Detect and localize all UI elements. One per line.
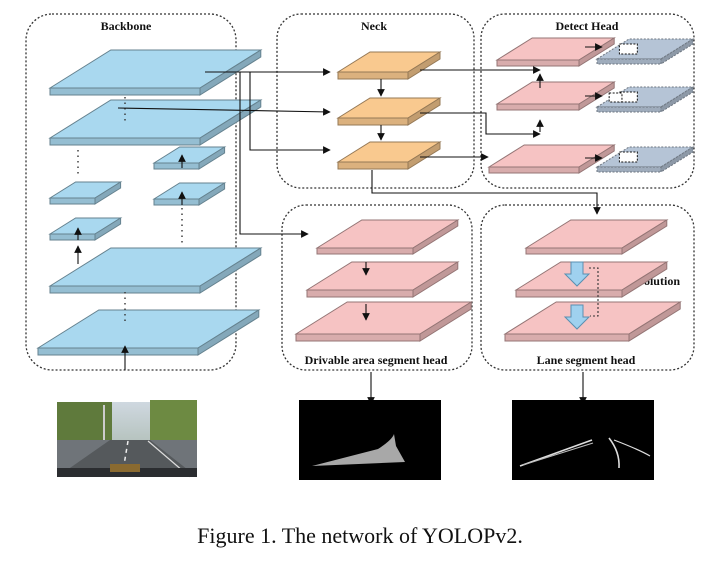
deconv-arrow-1 (563, 261, 591, 287)
arrow-neck-detect-2 (420, 112, 541, 138)
arrow-bb-neck-2 (117, 107, 331, 116)
deconv-arrow-2 (563, 304, 591, 330)
lane-output (512, 400, 654, 480)
backbone-layer-small-3 (152, 146, 227, 170)
figure-caption: Figure 1. The network of YOLOPv2. (197, 523, 523, 548)
lane-head-label: Lane segment head (537, 353, 636, 367)
backbone-group (25, 13, 237, 371)
backbone-layer-2 (48, 99, 263, 146)
lane-layer-3 (503, 301, 682, 342)
detect-head-label: Detect Head (556, 19, 619, 33)
arrow-neck-lane (371, 170, 601, 215)
lane-head-group (480, 204, 695, 371)
backbone-layer-small-4 (152, 182, 227, 206)
neck-label: Neck (361, 19, 387, 33)
drivable-layer-2 (305, 261, 460, 298)
drivable-layer-1 (315, 219, 460, 255)
drivable-area-output (299, 400, 441, 480)
backbone-layer-small-2 (48, 217, 123, 241)
detect-output-3 (595, 146, 695, 173)
drivable-head-label: Drivable area segment head (305, 353, 448, 367)
drivable-layer-3 (294, 301, 473, 342)
drivable-head-group (281, 204, 473, 371)
neck-group (276, 13, 475, 189)
arrow-bb-drivable (239, 72, 309, 238)
neck-layer-1 (336, 51, 442, 80)
lane-layer-2 (514, 261, 669, 298)
neck-layer-2 (336, 97, 442, 126)
deconv-bracket (589, 267, 599, 317)
lane-layer-1 (524, 219, 669, 255)
backbone-layer-3 (48, 247, 263, 294)
backbone-layer-small-1 (48, 181, 123, 205)
detect-output-2 (595, 86, 695, 113)
input-road-image (57, 400, 197, 478)
detect-head-group (480, 13, 695, 189)
detect-output-1 (595, 38, 695, 65)
neck-layer-3 (336, 141, 442, 170)
backbone-label: Backbone (101, 19, 152, 33)
detect-layer-1 (495, 37, 616, 67)
detect-layer-3 (487, 144, 616, 174)
arrow-bb-neck-3 (249, 72, 331, 154)
backbone-layer-4 (36, 309, 261, 356)
